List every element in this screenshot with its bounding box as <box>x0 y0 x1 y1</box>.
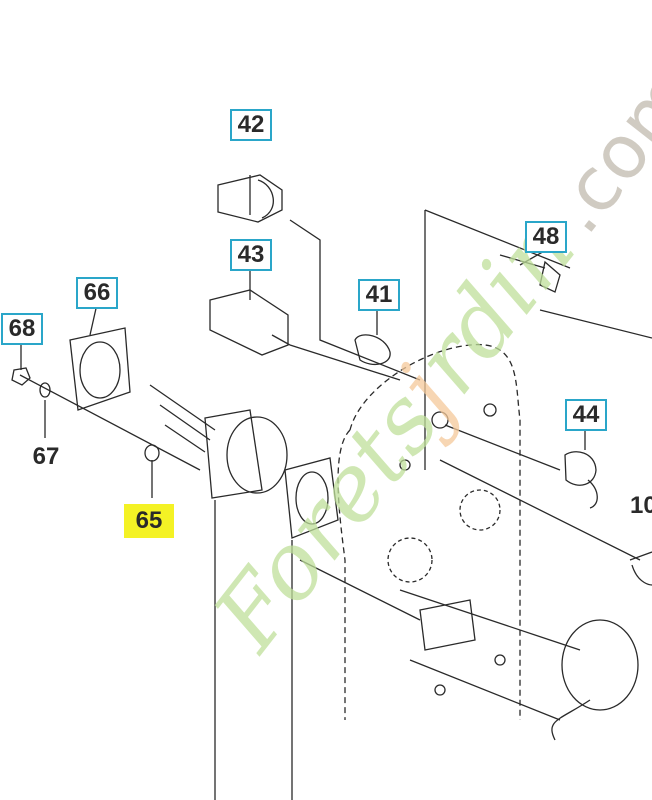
part-label-44[interactable]: 44 <box>565 399 607 431</box>
part-label-65[interactable]: 65 <box>124 504 174 538</box>
part-66-gasket-hole <box>79 341 121 399</box>
panel-edge-lines <box>424 209 652 470</box>
assembly-line-3 <box>289 344 401 381</box>
part-label-67[interactable]: 67 <box>32 443 60 470</box>
part-41-socket <box>354 334 391 366</box>
panel-hole <box>399 459 411 471</box>
panel-dashed-hole <box>459 489 501 531</box>
panel-hole <box>431 411 449 429</box>
assembly-line-5 <box>439 459 641 561</box>
part-67-washer <box>39 382 51 398</box>
part-label-48[interactable]: 48 <box>525 221 567 253</box>
part-44-fitting <box>564 451 597 486</box>
assembly-line-4 <box>444 424 561 471</box>
panel-dashed-outline <box>337 344 521 720</box>
cap-strap <box>551 699 591 741</box>
part-44-loop <box>587 479 598 509</box>
cable-lines <box>214 500 293 800</box>
right-gasket-hole <box>295 471 329 525</box>
panel-hole <box>494 654 506 666</box>
cap-part <box>561 619 639 711</box>
part-label-42[interactable]: 42 <box>230 109 272 141</box>
assembly-line-2 <box>289 219 421 381</box>
part-label-68[interactable]: 68 <box>1 313 43 345</box>
leader-66 <box>89 303 98 336</box>
right-gasket <box>284 457 339 539</box>
part-label-43[interactable]: 43 <box>230 239 272 271</box>
panel-hole <box>483 403 497 417</box>
part-68-nut <box>11 367 31 386</box>
panel-hole <box>434 684 446 696</box>
assembly-line-6 <box>399 589 581 721</box>
part-43-relay <box>209 289 291 356</box>
part-42-switch <box>217 174 283 223</box>
panel-dashed-hole <box>387 537 433 583</box>
part-label-41[interactable]: 41 <box>358 279 400 311</box>
connector-wires <box>149 384 216 453</box>
panel-cutout <box>419 599 476 651</box>
part-65-nut <box>144 444 160 462</box>
connector-face <box>226 416 288 494</box>
connector-flange <box>204 409 263 499</box>
part-label-10[interactable]: 10 <box>630 492 652 519</box>
assembly-line-1 <box>19 374 421 621</box>
part-label-66[interactable]: 66 <box>76 277 118 309</box>
part-66-gasket <box>69 327 131 411</box>
part-48-bulb <box>499 254 561 293</box>
